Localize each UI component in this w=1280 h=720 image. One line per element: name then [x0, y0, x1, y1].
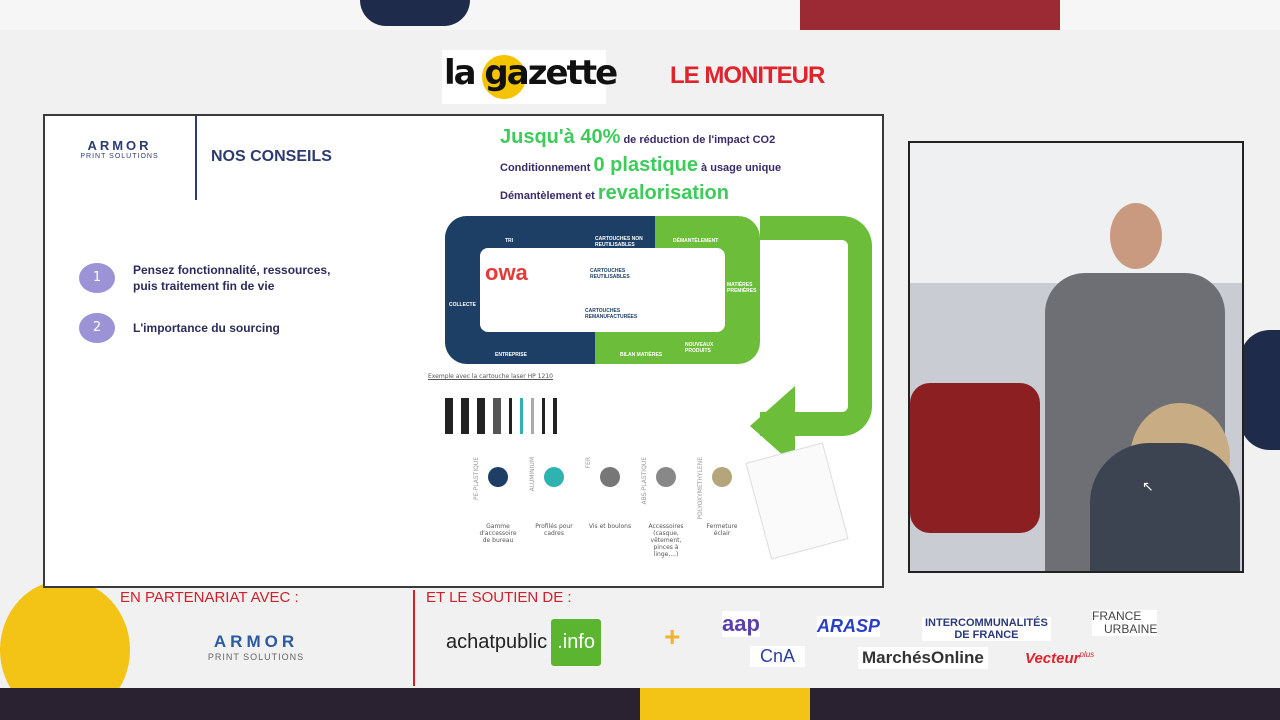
advice-item: 2 L'importance du sourcing	[79, 313, 343, 343]
partner-label: EN PARTENARIAT AVEC :	[120, 589, 299, 606]
logo-cna: CnA	[750, 646, 806, 667]
mouse-cursor-icon: ↖	[1142, 479, 1154, 495]
logo-marchesonline: MarchésOnline	[858, 647, 988, 669]
logo-arasp: ARASP	[817, 616, 881, 637]
achatpublic-logo: achatpublic.info	[446, 617, 601, 667]
decoration	[800, 0, 1060, 30]
headline: Démantèlement et revalorisation	[500, 182, 729, 204]
example-label: Exemple avec la cartouche laser HP 1210	[428, 373, 553, 380]
decoration	[1240, 330, 1280, 450]
logo-le-moniteur: LE MONITEUR	[670, 62, 825, 89]
top-band	[0, 0, 1280, 30]
item-text: L'importance du sourcing	[133, 321, 280, 335]
cartridge-parts	[445, 396, 765, 436]
logo-vecteur-plus: Vecteurplus	[1025, 650, 1095, 667]
item-text: Pensez fonctionnalité, ressources, puis …	[133, 263, 331, 293]
material-name: ALUMINIUM	[529, 457, 536, 492]
decoration	[360, 0, 470, 26]
divider	[195, 116, 197, 200]
slide-title: NOS CONSEILS	[211, 148, 332, 165]
material-name: ABS-PLASTIQUE	[641, 457, 648, 505]
advice-item: 1 Pensez fonctionnalité, ressources, pui…	[79, 262, 343, 294]
material-name: POLYOXYMETHYLENE	[697, 457, 704, 520]
report-image	[745, 442, 849, 560]
logo-la-gazette: la gazette	[444, 53, 618, 93]
chair	[910, 383, 1040, 533]
logo-circle	[482, 55, 526, 99]
item-number: 2	[79, 313, 115, 343]
headline: Conditionnement 0 plastique à usage uniq…	[500, 154, 782, 176]
logo-aap: aap	[722, 611, 760, 637]
headline: Jusqu'à 40% de réduction de l'impact CO2	[500, 126, 776, 148]
plus-sign: +	[664, 621, 681, 652]
speaker-video: ↖	[908, 141, 1244, 573]
material-name: PE-PLASTIQUE	[473, 457, 480, 500]
support-label: ET LE SOUTIEN DE :	[426, 589, 572, 606]
projector-screen	[910, 143, 1242, 283]
recycling-cycle-diagram: owa TRI CARTOUCHES NON REUTILISABLES DÉM…	[445, 216, 760, 364]
owa-logo: owa	[485, 260, 528, 285]
decoration	[640, 688, 810, 720]
audience-member	[1090, 443, 1240, 571]
item-number: 1	[79, 263, 115, 293]
material-name: FER	[585, 457, 592, 469]
divider	[413, 590, 415, 686]
